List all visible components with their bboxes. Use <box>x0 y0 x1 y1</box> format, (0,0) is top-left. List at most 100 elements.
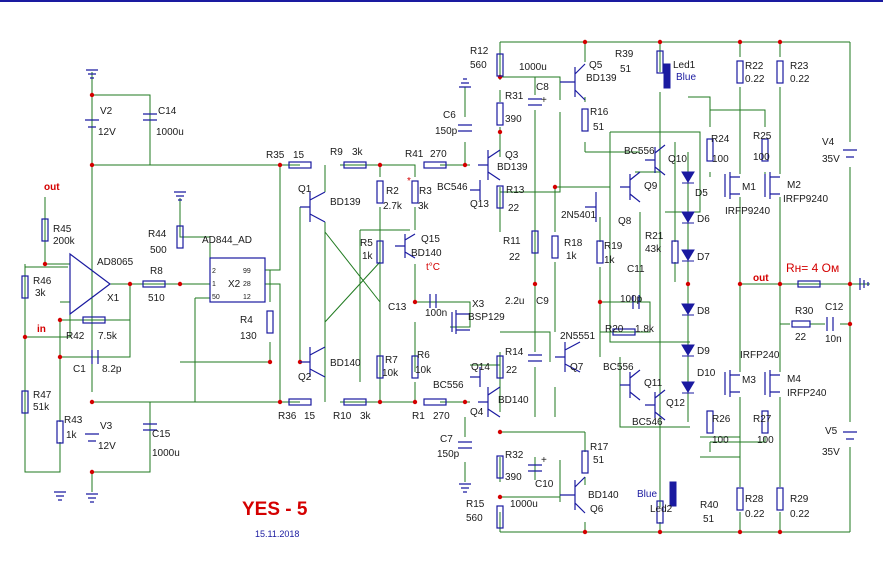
label-r29: R29 <box>790 494 809 505</box>
label-r27v: 100 <box>757 435 774 446</box>
tc-label: t°C <box>426 262 440 273</box>
label-x2: X2 <box>228 279 241 290</box>
label-r24v: 100 <box>712 154 729 165</box>
label-r15v: 560 <box>466 513 483 524</box>
label-q10: Q10 <box>668 154 687 165</box>
label-q10t: BC556 <box>624 146 655 157</box>
label-c13: C13 <box>388 302 407 313</box>
transistor-q2 <box>300 346 326 378</box>
label-d10: D10 <box>697 368 716 379</box>
label-r3v: 3k <box>418 201 430 212</box>
label-q3t: BD139 <box>497 162 528 173</box>
cap-c9 <box>528 354 542 362</box>
label-q1t: BD139 <box>330 197 361 208</box>
label-r19: R19 <box>604 241 623 252</box>
in-label: in <box>37 324 46 335</box>
label-r42v: 7.5k <box>98 331 118 342</box>
label-r18: R18 <box>564 238 583 249</box>
label-r44v: 500 <box>150 245 167 256</box>
label-q1: Q1 <box>298 184 312 195</box>
label-r25: R25 <box>753 131 772 142</box>
label-c11: C11 <box>627 264 645 275</box>
r3-mark: * <box>407 176 411 187</box>
svg-text:1: 1 <box>212 281 216 288</box>
label-r5v: 1k <box>362 251 374 262</box>
cap-c8 <box>528 98 542 106</box>
label-c10: C10 <box>535 479 554 490</box>
label-r23v: 0.22 <box>790 74 810 85</box>
ground-icon <box>459 483 471 493</box>
label-v2v: 12V <box>98 127 116 138</box>
label-r32v: 390 <box>505 472 522 483</box>
components <box>54 63 869 514</box>
label-c10v: 1000u <box>510 499 538 510</box>
diode-d6 <box>681 211 695 224</box>
label-r20: R20 <box>605 324 624 335</box>
label-r10: R10 <box>333 411 352 422</box>
ground-icon <box>54 491 66 501</box>
label-r47v: 51k <box>33 402 50 413</box>
svg-text:+: + <box>541 455 547 466</box>
label-r22: R22 <box>745 61 764 72</box>
label-r46: R46 <box>33 276 52 287</box>
label-q5: Q5 <box>589 60 603 71</box>
label-r32: R32 <box>505 450 524 461</box>
transistor-q4 <box>478 386 501 418</box>
label-x1: X1 <box>107 293 120 304</box>
label-q12t: BC546 <box>632 417 663 428</box>
label-led2: Led2 <box>650 504 673 515</box>
label-r46v: 3k <box>35 288 47 299</box>
label-r41v: 270 <box>430 149 447 160</box>
label-r26v: 100 <box>712 435 729 446</box>
label-r20v: 1.8k <box>635 324 655 335</box>
label-c6: C6 <box>443 110 456 121</box>
cap-c7 <box>458 441 472 449</box>
ground-icon <box>174 191 186 201</box>
source-v4 <box>843 149 857 158</box>
label-v2: V2 <box>100 106 113 117</box>
label-r40v: 51 <box>703 514 715 525</box>
label-q13t: BC546 <box>437 182 468 193</box>
label-r43: R43 <box>64 415 83 426</box>
label-x3: X3 <box>472 299 485 310</box>
diodes <box>663 63 695 507</box>
transistor-q1 <box>300 191 326 223</box>
label-c13v: 100n <box>425 308 447 319</box>
label-q9: Q9 <box>644 181 658 192</box>
label-q3: Q3 <box>505 150 519 161</box>
label-q5t: BD139 <box>586 73 617 84</box>
transistor-q15 <box>395 233 416 259</box>
label-r2: R2 <box>386 186 399 197</box>
led1-icon <box>663 63 671 89</box>
label-d5: D5 <box>695 188 708 199</box>
label-d6: D6 <box>697 214 710 225</box>
label-q6t: BD140 <box>588 490 619 501</box>
label-r25v: 100 <box>753 152 770 163</box>
cap-c14 <box>143 113 157 121</box>
label-r10v: 3k <box>360 411 372 422</box>
label-r47: R47 <box>33 390 52 401</box>
label-r30: R30 <box>795 306 814 317</box>
cap-c1 <box>91 350 99 364</box>
label-ad844: AD844_AD <box>202 235 252 246</box>
resistors <box>21 50 821 529</box>
label-r12v: 560 <box>470 60 487 71</box>
label-d9: D9 <box>697 346 710 357</box>
label-q4t: BD140 <box>498 395 529 406</box>
label-r40: R40 <box>700 500 719 511</box>
transistor-q9 <box>620 171 641 203</box>
label-ad8065: AD8065 <box>97 257 134 268</box>
transistor-q11 <box>620 369 641 401</box>
label-r45v: 200k <box>53 236 76 247</box>
output-label: out <box>753 273 769 284</box>
label-q4: Q4 <box>470 407 484 418</box>
label-r36v: 15 <box>304 411 316 422</box>
label-c1v: 8.2p <box>102 364 122 375</box>
label-m34t: IRFP240 <box>740 350 780 361</box>
label-r9: R9 <box>330 147 343 158</box>
label-r5: R5 <box>360 238 373 249</box>
label-r14: R14 <box>505 347 524 358</box>
label-q15: Q15 <box>421 234 440 245</box>
label-r22v: 0.22 <box>745 74 765 85</box>
